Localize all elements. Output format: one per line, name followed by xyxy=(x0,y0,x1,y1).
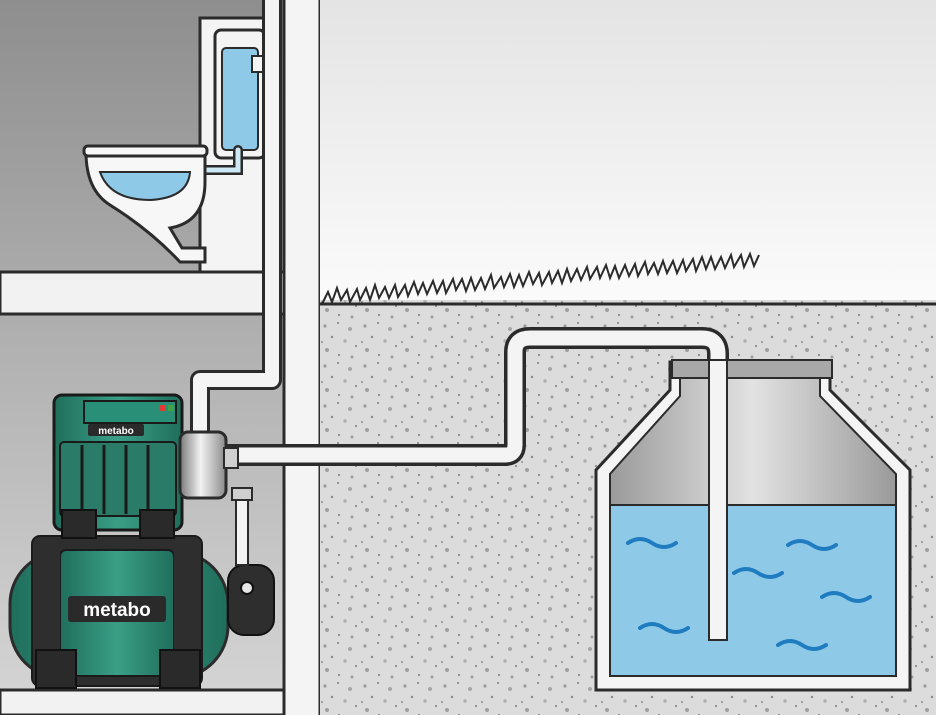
outer-wall xyxy=(282,0,322,715)
suction-pipe xyxy=(225,327,729,640)
grass-icon xyxy=(321,251,760,305)
pump-icon: metabo xyxy=(52,393,239,539)
tank-brand-label: metabo xyxy=(83,600,151,621)
sky xyxy=(320,0,936,302)
pump-brand-label: metabo xyxy=(98,426,134,437)
cistern-tank-icon xyxy=(594,359,912,692)
floor-slab xyxy=(0,270,302,316)
riser-pipe xyxy=(190,0,282,435)
toilet-icon xyxy=(82,16,277,274)
basement-floor xyxy=(0,688,302,715)
pressure-tank-icon: metabo xyxy=(8,535,230,689)
pressure-switch xyxy=(227,487,275,636)
water-wave xyxy=(626,537,872,651)
